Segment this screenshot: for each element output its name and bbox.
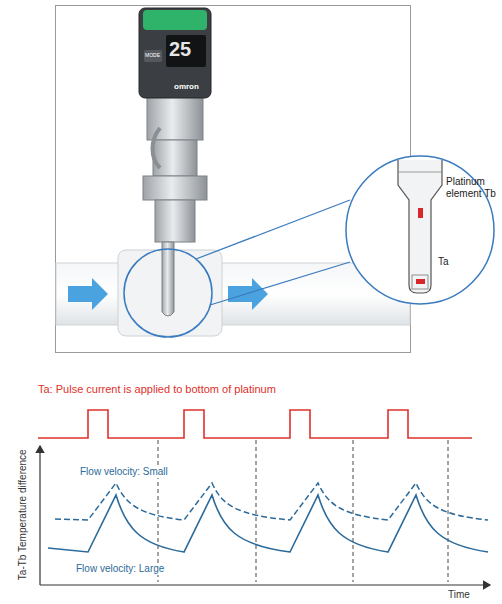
leader-line xyxy=(196,200,350,259)
sensor-neck xyxy=(153,140,197,176)
button-label: MODE xyxy=(145,53,160,59)
flow-arrow xyxy=(68,278,108,310)
pulse-signal xyxy=(38,410,472,438)
y-axis xyxy=(39,446,40,585)
axis-label: Ta-Tb Temperature difference xyxy=(16,450,28,581)
flow-arrow xyxy=(228,278,268,310)
sensor-shank xyxy=(155,200,195,242)
highlight-circle xyxy=(124,249,212,337)
element-label: Ta xyxy=(438,256,449,268)
axis-label: Time xyxy=(448,589,470,601)
leader-line xyxy=(210,262,350,305)
fitting xyxy=(153,128,161,168)
probe-joint xyxy=(398,172,442,173)
probe-magnified xyxy=(398,160,442,293)
brand-logo: omron xyxy=(174,82,199,91)
indicator-window xyxy=(143,10,207,30)
x-axis xyxy=(40,584,490,585)
curve-label: Flow velocity: Small xyxy=(78,466,170,478)
probe-stem xyxy=(162,242,174,316)
curve-label: Flow velocity: Large xyxy=(74,563,166,575)
pipe xyxy=(56,263,410,325)
mode-button xyxy=(144,50,162,62)
photo-frame xyxy=(56,6,411,353)
platinum-element-tb xyxy=(418,208,423,218)
probe-tip xyxy=(412,275,428,289)
period-lines xyxy=(158,440,448,582)
display xyxy=(166,35,206,67)
sensor-head xyxy=(139,8,211,98)
curve-large-velocity xyxy=(48,495,488,552)
signal-caption: Ta: Pulse current is applied to bottom o… xyxy=(38,383,276,396)
element-label: Platinum element Tb xyxy=(446,176,498,199)
hex-nut xyxy=(143,176,207,200)
platinum-element-ta xyxy=(416,279,425,284)
display-value: 25 xyxy=(169,38,191,61)
